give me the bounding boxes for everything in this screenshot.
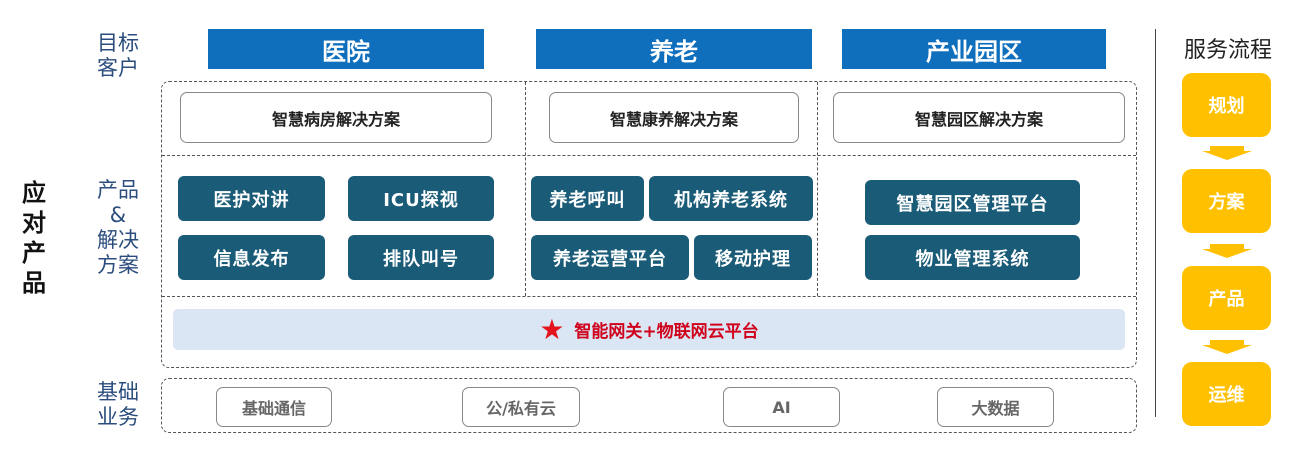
column-divider	[817, 82, 818, 296]
product-item: 移动护理	[694, 235, 812, 280]
products-frame	[161, 81, 1137, 368]
column-header-park: 产业园区	[842, 29, 1106, 69]
process-step: 产品	[1182, 266, 1271, 330]
row-label-line: 产品	[97, 178, 139, 202]
basic-frame	[161, 378, 1137, 433]
row-divider	[162, 296, 1136, 297]
product-item: 智慧园区管理平台	[865, 180, 1080, 225]
product-item: 养老运营平台	[531, 235, 689, 280]
row-label-product: 产品 & 解决 方案	[88, 178, 148, 278]
product-item: 信息发布	[178, 235, 325, 280]
down-arrow-icon	[1202, 244, 1252, 258]
product-item: 排队叫号	[348, 235, 494, 280]
solution-hospital: 智慧病房解决方案	[180, 92, 492, 143]
row-label-line: 方案	[97, 253, 139, 277]
product-item: 养老呼叫	[531, 176, 644, 221]
row-label-line: 目标	[97, 31, 139, 55]
platform-bar: ★ 智能网关+物联网云平台	[173, 309, 1125, 350]
process-step: 方案	[1182, 169, 1271, 233]
column-divider	[525, 82, 526, 296]
row-label-line: 业务	[97, 405, 139, 429]
star-icon: ★	[539, 312, 565, 346]
column-header-hospital: 医院	[208, 29, 484, 69]
basic-item: 基础通信	[216, 387, 332, 427]
section-divider	[1155, 29, 1156, 417]
row-label-line: 客户	[97, 56, 139, 80]
product-item: 机构养老系统	[649, 176, 813, 221]
row-divider	[162, 155, 1136, 156]
basic-item: 公/私有云	[462, 387, 580, 427]
column-header-elderly: 养老	[536, 29, 812, 69]
side-title: 应对产品	[22, 179, 46, 297]
down-arrow-icon	[1202, 340, 1252, 354]
product-item: ICU探视	[348, 176, 494, 221]
row-label-line: 解决	[97, 228, 139, 252]
platform-label: 智能网关+物联网云平台	[574, 322, 759, 342]
basic-item: AI	[723, 387, 840, 427]
process-step: 运维	[1182, 362, 1271, 426]
product-item: 物业管理系统	[865, 235, 1080, 280]
down-arrow-icon	[1202, 146, 1252, 160]
row-label-line: &	[109, 203, 127, 227]
solution-park: 智慧园区解决方案	[833, 92, 1125, 143]
process-step: 规划	[1182, 73, 1271, 137]
row-label-basic: 基础 业务	[88, 380, 148, 430]
solution-elderly: 智慧康养解决方案	[549, 92, 799, 143]
product-item: 医护对讲	[178, 176, 325, 221]
service-process-title: 服务流程	[1183, 38, 1272, 63]
row-label-target: 目标 客户	[88, 31, 148, 81]
row-label-line: 基础	[97, 380, 139, 404]
basic-item: 大数据	[937, 387, 1054, 427]
